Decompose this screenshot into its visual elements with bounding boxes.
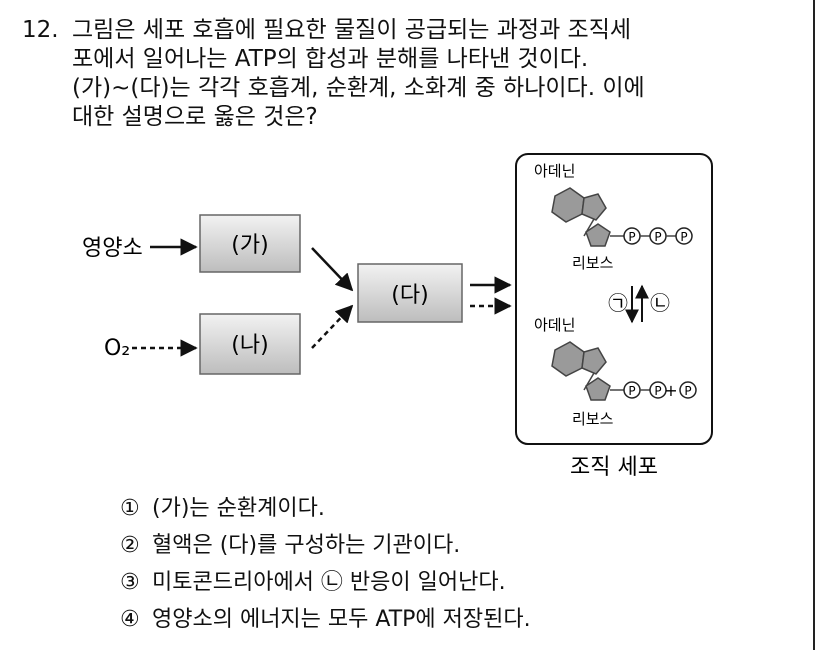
reaction-2-label: ㉡ [650, 291, 670, 315]
ribose-top-icon [585, 223, 611, 247]
question-line-2: 포에서 일어나는 ATP의 합성과 분해를 나타낸 것이다. [72, 46, 589, 72]
svg-text:P: P [654, 384, 661, 398]
nutrient-label: 영양소 [82, 236, 143, 261]
question-line-3: (가)~(다)는 각각 호흡계, 순환계, 소화계 중 하나이다. 이에 [72, 75, 645, 101]
tissue-cell-caption: 조직 세포 [570, 455, 658, 480]
box-ga-label: (가) [231, 233, 268, 258]
na-to-da-arrow [311, 304, 354, 349]
question-number: 12. [22, 17, 59, 43]
plus-sign: + [664, 381, 677, 400]
page-margin-rule [813, 0, 815, 650]
phosphate-top-2: P [649, 227, 667, 245]
question-line-4: 대한 설명으로 옳은 것은? [72, 104, 318, 130]
box-ga [199, 214, 301, 273]
choice-2-text: 혈액은 (다)를 구성하는 기관이다. [152, 533, 461, 558]
adenine-top-label: 아데닌 [534, 162, 575, 180]
oxygen-label: O₂ [104, 336, 130, 361]
box-na [199, 313, 301, 375]
phosphate-bottom-1: P [623, 381, 641, 399]
answer-choices: ① (가)는 순환계이다. ② 혈액은 (다)를 구성하는 기관이다. ③ 미토콘드리… [120, 490, 531, 638]
box-da-label: (다) [391, 283, 428, 308]
choice-1[interactable]: ① (가)는 순환계이다. [120, 490, 531, 527]
ribose-bottom-label: 리보스 [572, 410, 614, 428]
ribose-top-label: 리보스 [572, 254, 614, 272]
ribose-bottom-icon [585, 377, 611, 401]
phosphate-free: P [679, 381, 697, 399]
choice-3-mark: ③ [120, 570, 140, 595]
choice-4-mark: ④ [120, 607, 140, 632]
choice-4[interactable]: ④ 영양소의 에너지는 모두 ATP에 저장된다. [120, 601, 531, 638]
choice-2[interactable]: ② 혈액은 (다)를 구성하는 기관이다. [120, 527, 531, 564]
svg-text:P: P [654, 230, 661, 244]
phosphate-bottom-2: P [649, 381, 667, 399]
ga-to-da-arrow [311, 247, 354, 292]
choice-1-mark: ① [120, 496, 140, 521]
svg-text:P: P [680, 230, 687, 244]
choice-3[interactable]: ③ 미토콘드리아에서 ㉡ 반응이 일어난다. [120, 564, 531, 601]
phosphate-top-3: P [675, 227, 693, 245]
svg-text:P: P [684, 384, 691, 398]
box-na-label: (나) [231, 333, 268, 358]
question-line-1: 그림은 세포 호흡에 필요한 물질이 공급되는 과정과 조직세 [72, 17, 632, 43]
adenine-bottom-icon [551, 341, 607, 377]
adenine-bottom-label: 아데닌 [534, 316, 575, 334]
choice-1-text: (가)는 순환계이다. [152, 496, 325, 521]
svg-text:P: P [628, 384, 635, 398]
svg-text:P: P [628, 230, 635, 244]
adenine-top-icon [551, 187, 607, 223]
box-da [357, 263, 463, 323]
choice-2-mark: ② [120, 533, 140, 558]
phosphate-top-1: P [623, 227, 641, 245]
choice-3-text: 미토콘드리아에서 ㉡ 반응이 일어난다. [152, 570, 506, 595]
choice-4-text: 영양소의 에너지는 모두 ATP에 저장된다. [152, 607, 531, 632]
reaction-1-label: ㉠ [608, 291, 628, 315]
